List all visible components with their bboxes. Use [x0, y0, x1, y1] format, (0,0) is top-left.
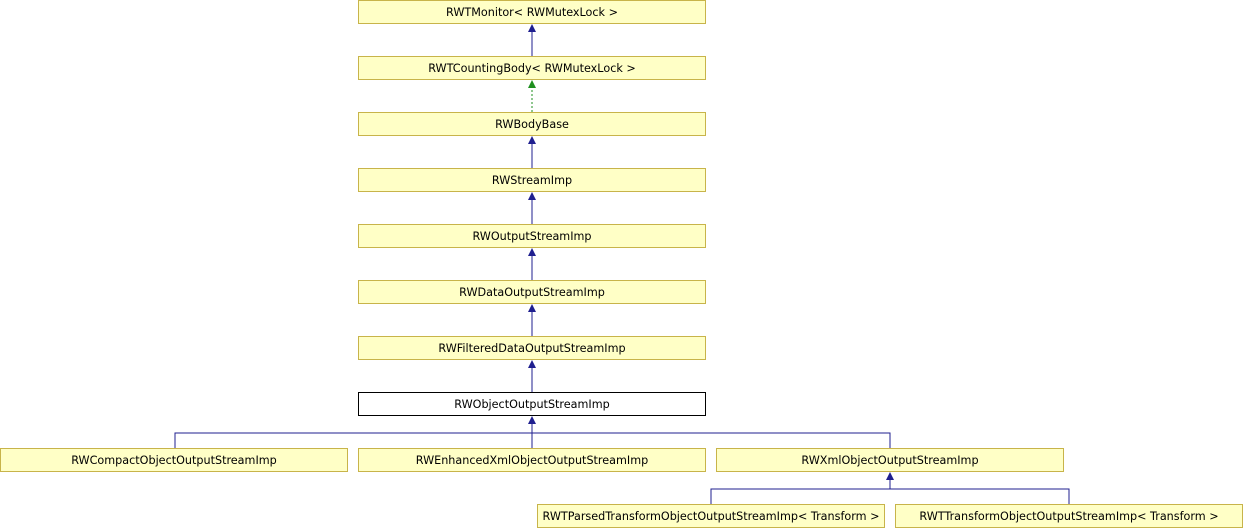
class-node-rwcompactobjectoutputstreamimp[interactable]: RWCompactObjectOutputStreamImp [0, 448, 348, 472]
class-node-rwttransformobjectoutputstreamimp[interactable]: RWTTransformObjectOutputStreamImp< Trans… [895, 504, 1243, 528]
class-node-rwstreamimp[interactable]: RWStreamImp [358, 168, 706, 192]
class-node-rwbodybase[interactable]: RWBodyBase [358, 112, 706, 136]
class-node-rwobjectoutputstreamimp-current: RWObjectOutputStreamImp [358, 392, 706, 416]
edge-parsed-transform-to-xml [710, 488, 890, 504]
class-node-rwtmonitor[interactable]: RWTMonitor< RWMutexLock > [358, 0, 706, 24]
class-node-rwxmlobjectoutputstreamimp[interactable]: RWXmlObjectOutputStreamImp [716, 448, 1064, 472]
edge-transform-to-xml [890, 488, 1070, 504]
class-node-rwtcountingbody[interactable]: RWTCountingBody< RWMutexLock > [358, 56, 706, 80]
class-node-rwfiltereddataoutputstreamimp[interactable]: RWFilteredDataOutputStreamImp [358, 336, 706, 360]
class-node-rwenhancedxmlobjectoutputstreamimp[interactable]: RWEnhancedXmlObjectOutputStreamImp [358, 448, 706, 472]
edge-xml-to-object-output [532, 432, 891, 448]
edge-compact-to-object-output [174, 432, 532, 448]
class-node-rwtparsedtransformobjectoutputstreamimp[interactable]: RWTParsedTransformObjectOutputStreamImp<… [537, 504, 885, 528]
class-node-rwoutputstreamimp[interactable]: RWOutputStreamImp [358, 224, 706, 248]
class-node-rwdataoutputstreamimp[interactable]: RWDataOutputStreamImp [358, 280, 706, 304]
